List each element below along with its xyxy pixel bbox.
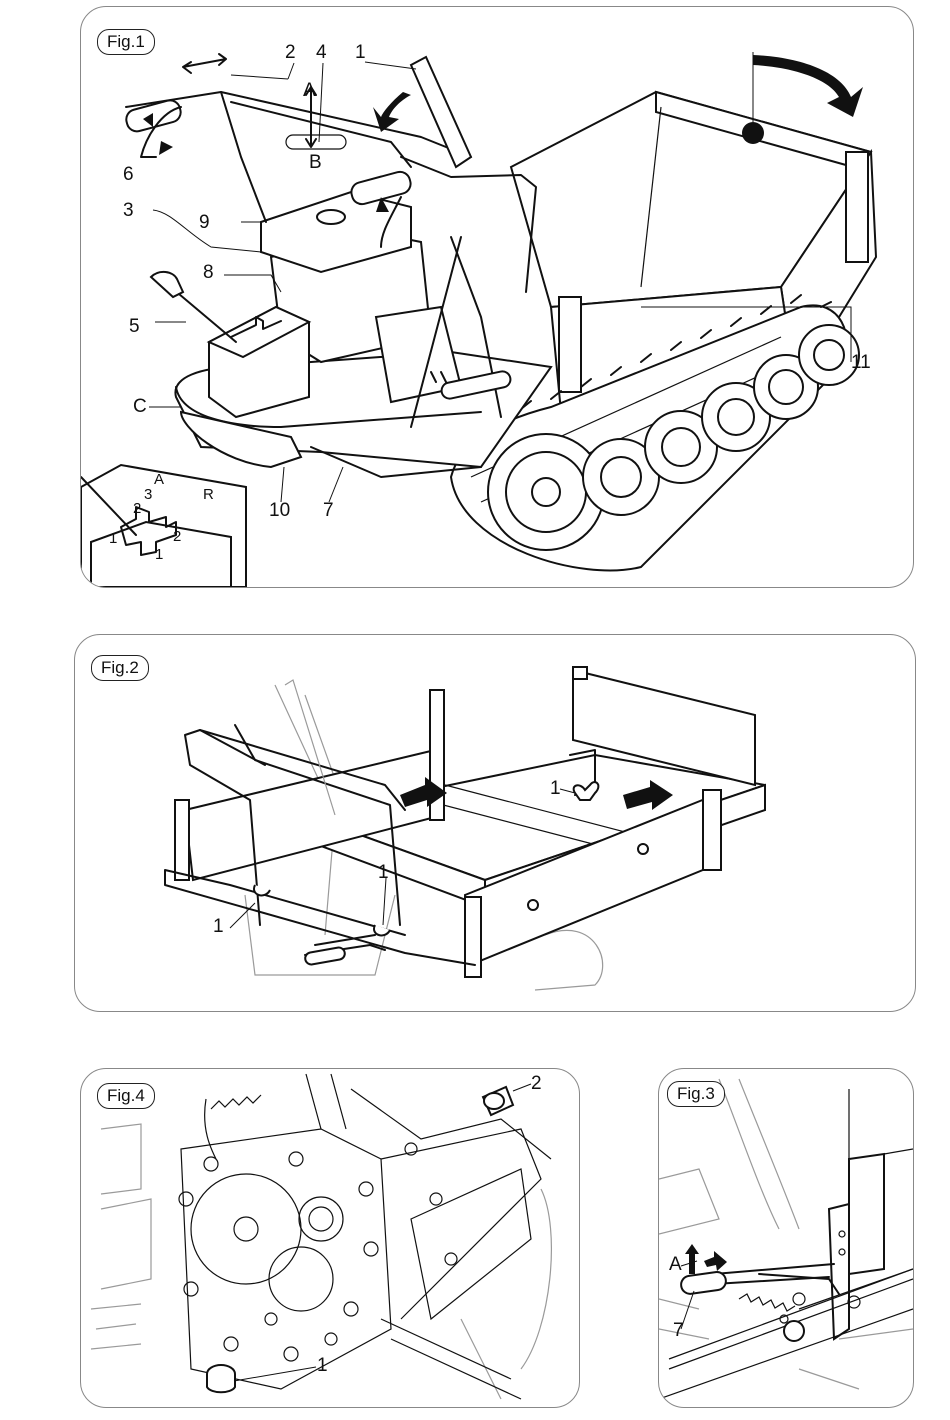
fig4-illustration (81, 1069, 579, 1407)
gear-inset-3: 3 (144, 485, 152, 505)
fig1-callout-11: 11 (851, 353, 871, 373)
gear-inset-A: A (154, 470, 164, 490)
fig4-label: Fig.4 (97, 1083, 155, 1109)
fig1-callout-1: 1 (355, 43, 366, 63)
fig1-callout-B: B (309, 153, 322, 173)
fig1-label: Fig.1 (97, 29, 155, 55)
fig3-callout-A: A (669, 1255, 682, 1275)
fig1-callout-2: 2 (285, 43, 296, 63)
fig1-callout-9: 9 (199, 213, 210, 233)
fig1-callout-5: 5 (129, 317, 140, 337)
fig2-label: Fig.2 (91, 655, 149, 681)
fig3-callout-7: 7 (673, 1321, 684, 1341)
fig1-callout-7: 7 (323, 501, 334, 521)
fig1-panel: Fig.1 2 4 1 A B 6 3 9 8 5 C 10 7 11 A R … (80, 6, 914, 588)
gear-inset-R: R (203, 485, 214, 505)
fig4-panel: Fig.4 1 2 (80, 1068, 580, 1408)
fig2-illustration (75, 635, 915, 1011)
fig3-label: Fig.3 (667, 1081, 725, 1107)
fig4-callout-2: 2 (531, 1074, 542, 1094)
fig3-illustration (659, 1069, 913, 1407)
fig2-panel: Fig.2 1 1 1 (74, 634, 916, 1012)
fig1-callout-6: 6 (123, 165, 134, 185)
fig3-panel: Fig.3 A 7 (658, 1068, 914, 1408)
fig1-callout-3: 3 (123, 201, 134, 221)
fig1-callout-10: 10 (269, 501, 290, 521)
fig2-callout-1-left: 1 (213, 917, 224, 937)
fig2-callout-1-center: 1 (550, 779, 561, 799)
fig2-callout-1-right: 1 (378, 863, 389, 883)
gear-inset-2b: 2 (173, 527, 181, 547)
fig1-callout-4: 4 (316, 43, 327, 63)
fig4-callout-1: 1 (317, 1356, 328, 1376)
gear-inset-2a: 2 (133, 499, 141, 519)
gear-inset-1b: 1 (155, 545, 163, 565)
fig1-callout-8: 8 (203, 263, 214, 283)
gear-inset-1a: 1 (109, 529, 117, 549)
fig1-callout-A: A (303, 81, 316, 101)
fig1-callout-C: C (133, 397, 147, 417)
